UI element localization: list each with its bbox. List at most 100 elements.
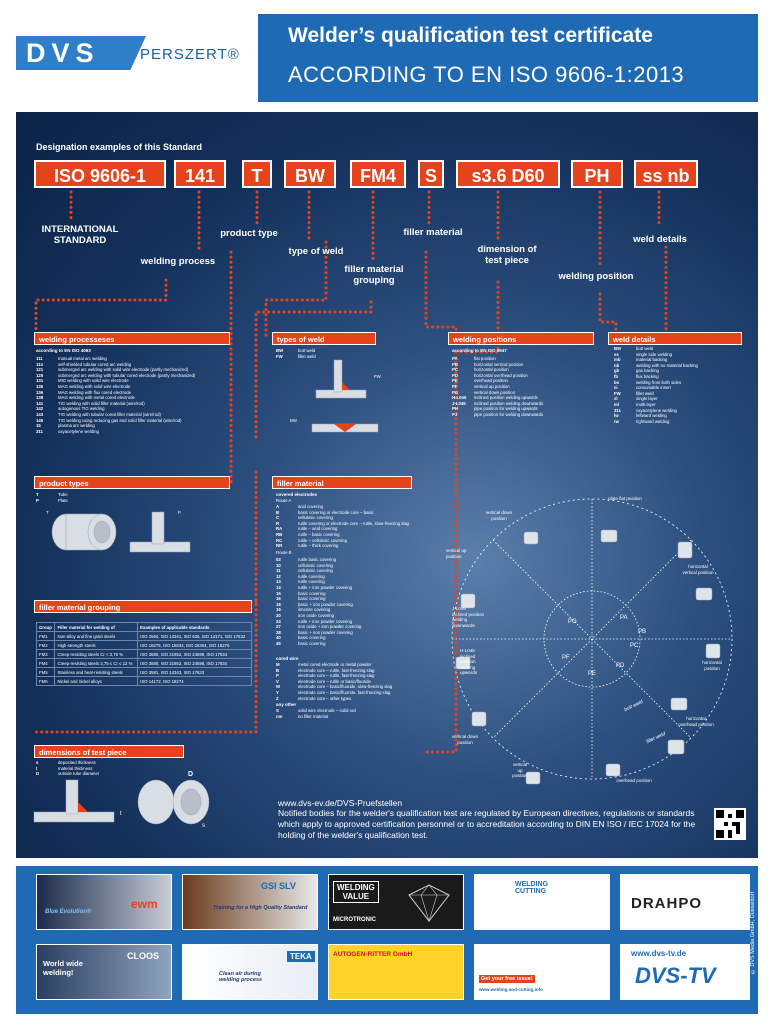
list-item-code: 45 — [276, 640, 281, 646]
ad-wc-free-issue[interactable]: Get your free issue! www.welding-and-cut… — [474, 944, 610, 1000]
list-item-description: iron oxide + iron powder covering — [298, 624, 362, 630]
ad-drahpo[interactable]: DRAHPO — [620, 874, 750, 930]
list-item-code: fb — [614, 373, 619, 379]
list-item-description: MAG welding with flux cored electrode — [58, 389, 132, 395]
copyright-note: © DVS Media GmbH, Düsseldorf — [750, 892, 756, 975]
wc-magazine-title: WELDING CUTTING — [515, 881, 549, 895]
title-line-2: ACCORDING TO EN ISO 9606-1:2013 — [288, 62, 685, 87]
list-item-description: welding from both sides — [636, 379, 682, 385]
list-item-code: RC — [276, 537, 283, 543]
any-other-head: any other — [276, 702, 297, 707]
header: DVS PERSZERT® Welder’s qualification tes… — [0, 0, 768, 110]
footer-url[interactable]: www.dvs-ev.de/DVS-Pruefstellen — [278, 798, 403, 808]
list-item-code: PA — [452, 356, 458, 361]
dvs-tv-url[interactable]: www.dvs-tv.de — [631, 949, 687, 958]
ad-dvs-tv[interactable]: www.dvs-tv.de DVS-TV — [620, 944, 750, 1000]
list-item-code: W — [276, 684, 281, 690]
list-item-description: single layer — [636, 396, 658, 402]
list-item-description: inclined position welding upwards — [474, 395, 538, 401]
label-welding-process: welding process — [140, 256, 216, 267]
ad-welding-cutting[interactable]: WELDING CUTTING — [474, 874, 610, 930]
list-item-description: oxyacetylene welding — [58, 428, 99, 434]
list-item-code: B — [276, 667, 280, 673]
panel-dimensions-head: dimensions of test piece — [34, 745, 184, 758]
code-box-product-type: T — [242, 160, 272, 188]
list-item-description: cellulosic covering — [298, 515, 333, 521]
list-item-code: R — [276, 520, 280, 526]
list-item-code: 121 — [36, 367, 44, 373]
bw-tag: BW — [290, 418, 297, 423]
table-cell: ISO 14172, ISO 18274 — [137, 676, 252, 686]
list-item-description: horizontal position — [474, 367, 509, 373]
table-cell: ISO 3581, ISO 14343, ISO 17633 — [137, 667, 252, 677]
panel-welding-processes-sub: according to EN ISO 4063 — [36, 348, 91, 353]
list-item-description: gas backing — [636, 368, 659, 374]
list-item-description: cellulosic covering — [298, 568, 333, 574]
label-horizontal-vertical: horizontal vertical position — [682, 564, 714, 575]
label-welding-position: welding position — [558, 271, 634, 282]
ad-ewm[interactable]: ewm Blue Evolution® — [36, 874, 172, 930]
code-pa: PA — [620, 615, 628, 621]
list-item-code: FW — [614, 390, 621, 396]
list-item-description: MAG welding with solid wire electrode — [58, 383, 131, 389]
ad-teka[interactable]: TEKA Clean air during welding process — [182, 944, 318, 1000]
list-item-description: butt weld — [298, 348, 316, 353]
list-item-code: P — [276, 673, 279, 679]
table-cell: FM3 — [35, 649, 56, 659]
ad-gsi-slv[interactable]: GSI SLV Training for a High Quality Stan… — [182, 874, 318, 930]
list-item-description: Tube — [58, 492, 68, 497]
list-item-description: fillet weld — [298, 353, 316, 359]
cored-wire-head: cored wire — [276, 656, 299, 661]
logo-dvs-text: DVS — [16, 36, 146, 70]
list-item-code: RB — [276, 531, 283, 537]
ad-autogen-ritter[interactable]: AUTOGEN-RITTER GmbH — [328, 944, 464, 1000]
list-item-description: electrode core – other types — [298, 695, 352, 701]
t-tag: t — [120, 811, 122, 817]
wc-url-text[interactable]: www.welding-and-cutting.info — [479, 987, 543, 992]
dvs-perszert-logo[interactable]: DVS PERSZERT® — [16, 32, 256, 76]
list-item-description: butt weld — [636, 346, 654, 351]
table-cell: Non-alloy and fine grain steels — [54, 631, 139, 641]
list-item-code: C — [276, 515, 280, 521]
list-item-description: horizontal vertical position — [474, 361, 524, 367]
label-jl045: J-L045 inclined position welding downwar… — [452, 606, 485, 628]
list-item-description: TIG welding using reducing gas and solid… — [58, 417, 182, 423]
list-item-code: A — [276, 504, 280, 509]
label-overhead: overhead position — [616, 778, 652, 783]
table-cell: ISO 3580, ISO 21952, ISO 24598, ISO 1763… — [137, 658, 252, 668]
ad-cloos[interactable]: World wide welding! CLOOS — [36, 944, 172, 1000]
list-item-description: MIG welding with solid wire electrode — [58, 378, 129, 384]
ad-microtronic[interactable]: WELDING VALUE MICROTRONIC — [328, 874, 464, 930]
qr-code[interactable] — [714, 808, 746, 840]
list-item-code: 18 — [276, 601, 281, 607]
list-item-code: 311 — [614, 407, 621, 413]
list-item-description: self-shielded tubular cored arc welding — [58, 361, 132, 367]
list-item-code: H-L045 — [452, 395, 467, 401]
list-item-code: ss — [614, 351, 619, 357]
list-item-code: 15 — [276, 590, 281, 596]
list-item-description: metal cored electrode or metal powder — [298, 662, 372, 667]
code-pf: PF — [562, 655, 570, 661]
label-filler-grouping: filler material grouping — [344, 264, 404, 286]
table-cell: FM6 — [35, 676, 56, 686]
